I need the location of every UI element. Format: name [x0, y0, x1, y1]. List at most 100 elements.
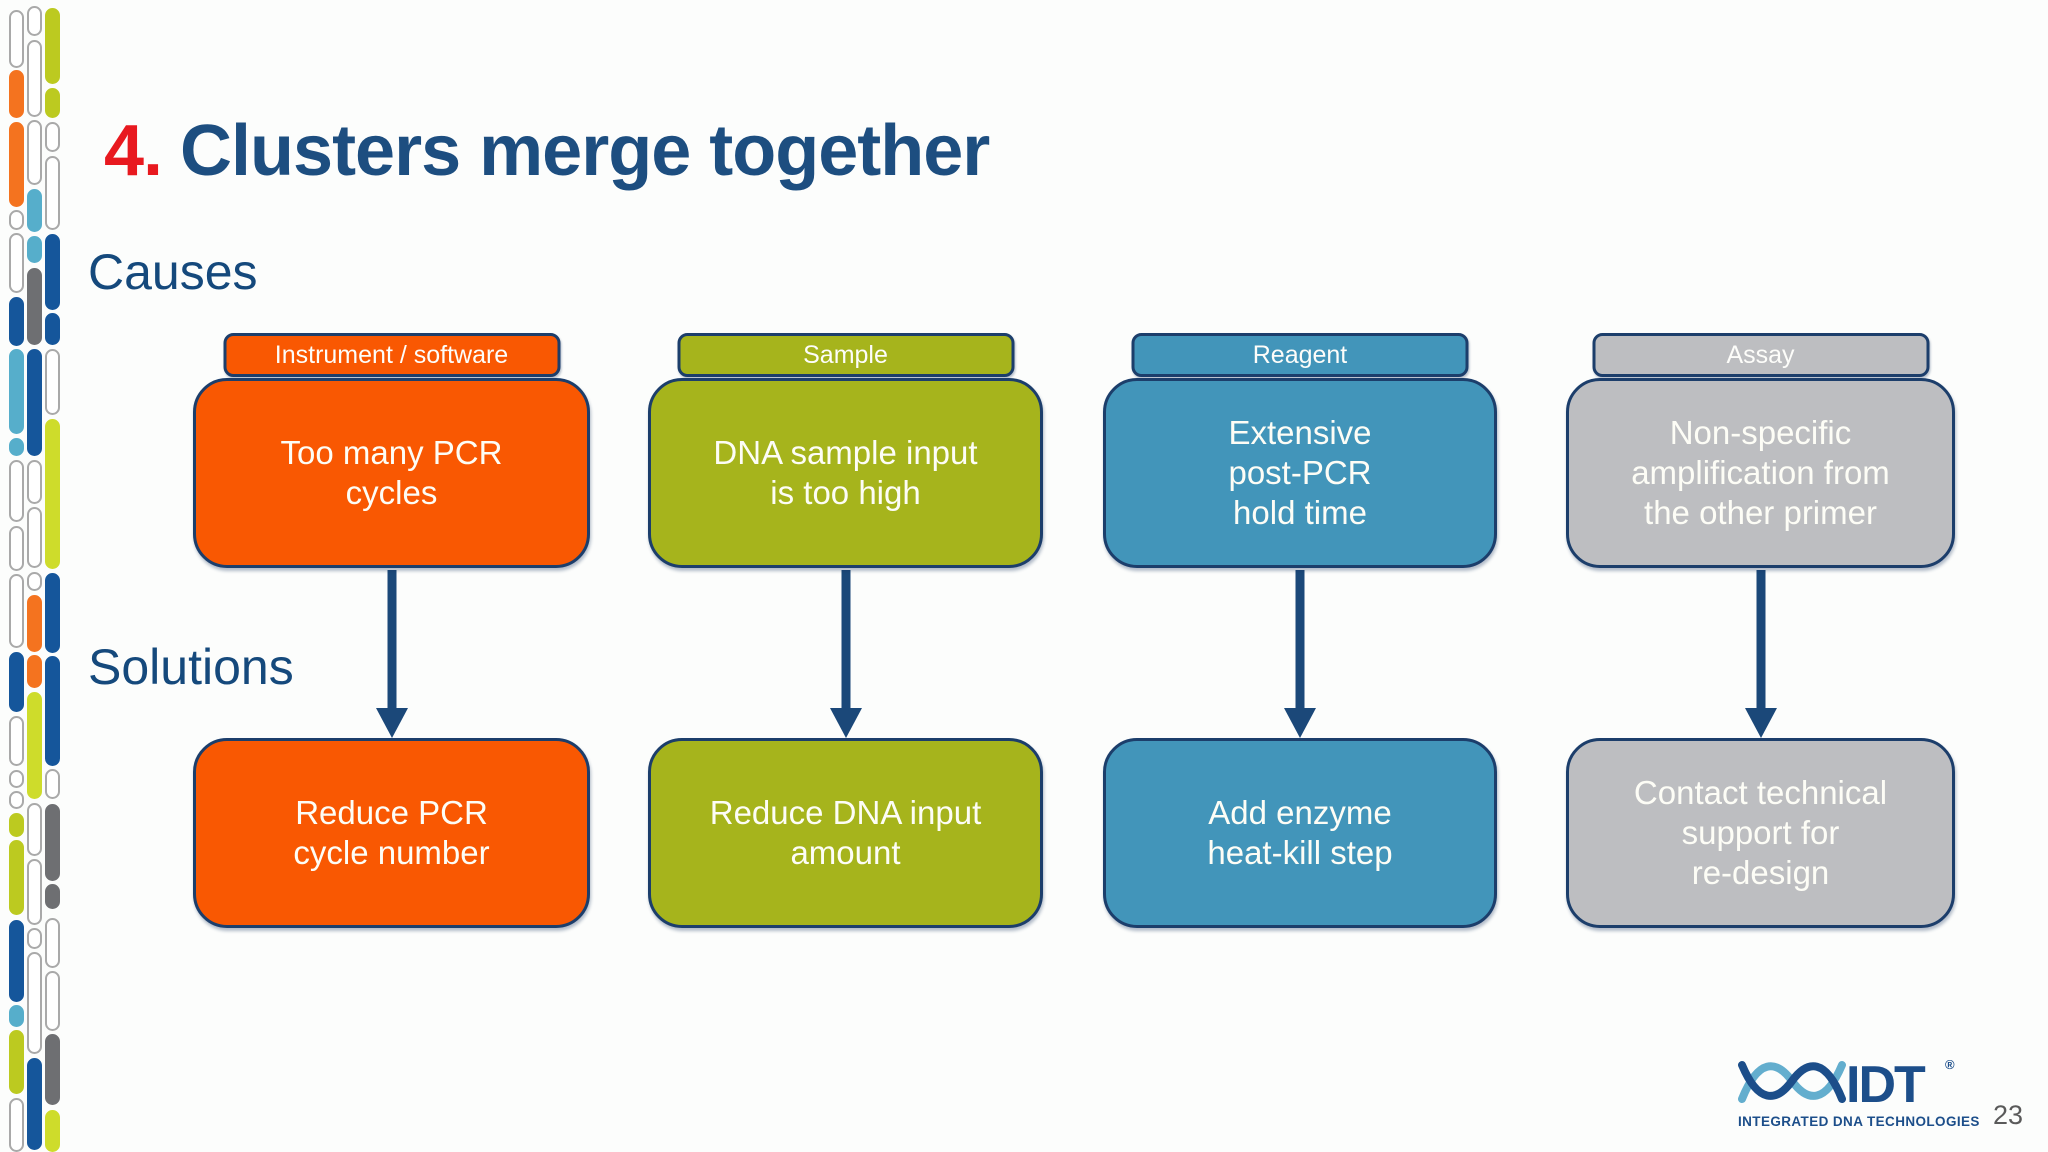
chromosome-pill	[27, 349, 42, 456]
title-text: Clusters merge together	[180, 111, 990, 192]
chromosome-pill	[45, 419, 60, 569]
idt-helix-icon: IDT ®	[1738, 1056, 1955, 1114]
chromosome-pill	[9, 297, 24, 346]
category-tab-sample: Sample	[677, 333, 1014, 377]
chromosome-pill	[9, 652, 24, 712]
cause-line: Too many PCR	[280, 433, 503, 471]
idt-logo-text: IDT	[1846, 1056, 1926, 1107]
solution-line: support for	[1681, 813, 1840, 851]
chromosome-pill	[27, 928, 42, 949]
chromosome-pill	[45, 918, 60, 968]
slide-title: 4.Clusters merge together	[104, 110, 990, 192]
chromosome-pill	[27, 655, 42, 688]
column-reagent: Reagent Extensive post-PCR hold time Add…	[1103, 0, 1497, 1152]
solution-line: Reduce PCR	[295, 793, 488, 831]
cause-box-sample: DNA sample input is too high	[648, 378, 1043, 568]
chromosome-pill	[45, 656, 60, 766]
cause-line: is too high	[770, 474, 921, 511]
chromosome-pill	[9, 438, 24, 456]
down-arrow	[829, 570, 862, 738]
idt-logo: IDT ® INTEGRATED DNA TECHNOLOGIES	[1738, 1055, 1980, 1129]
chromosome-pill	[45, 1034, 60, 1105]
chromosome-pill	[9, 233, 24, 293]
chromosome-pill	[27, 1058, 42, 1150]
chromosome-pill	[9, 10, 24, 68]
chromosome-pill	[27, 507, 42, 568]
down-arrow	[375, 570, 408, 738]
cause-line: Non-specific	[1669, 413, 1852, 451]
solution-box-reagent: Add enzyme heat-kill step	[1103, 738, 1497, 928]
chromosome-pill	[9, 840, 24, 915]
chromosome-pill	[27, 460, 42, 504]
chromosome-pill	[27, 236, 42, 263]
category-tab-assay: Assay	[1592, 333, 1929, 377]
chromosome-pill	[45, 804, 60, 881]
solutions-heading: Solutions	[88, 639, 294, 695]
chromosome-pill	[27, 40, 42, 117]
cause-box-reagent: Extensive post-PCR hold time	[1103, 378, 1497, 568]
chromosome-pill	[45, 349, 60, 415]
column-instrument-software: Instrument / software Too many PCR cycle…	[193, 0, 590, 1152]
chromosome-pill	[45, 971, 60, 1031]
solution-line: Add enzyme	[1208, 793, 1392, 831]
cause-line: hold time	[1233, 494, 1367, 532]
chromosome-pill	[27, 120, 42, 185]
cause-line: the other primer	[1644, 494, 1877, 532]
chromosome-pill	[9, 574, 24, 648]
cause-box-assay: Non-specific amplification from the othe…	[1566, 378, 1955, 568]
cause-line: DNA sample input	[713, 433, 978, 471]
chromosome-pill	[27, 268, 42, 345]
solution-line: cycle number	[293, 834, 490, 871]
chromosome-pill	[9, 70, 24, 118]
chromosome-pill	[27, 859, 42, 925]
chromosome-pill	[9, 791, 24, 809]
chromosome-pill	[9, 460, 24, 522]
registered-mark: ®	[1945, 1057, 1955, 1072]
cause-line: Extensive	[1228, 413, 1372, 451]
chromosome-pill	[9, 210, 24, 230]
chromosome-decoration	[0, 0, 72, 1152]
page-number: 23	[1993, 1100, 2024, 1130]
chromosome-pill	[9, 770, 24, 788]
solution-box-assay: Contact technical support for re-design	[1566, 738, 1955, 928]
chromosome-pill	[45, 884, 60, 909]
cause-line: post-PCR	[1228, 453, 1372, 491]
chromosome-pill	[45, 156, 60, 230]
cause-box-instrument-software: Too many PCR cycles	[193, 378, 590, 568]
chromosome-pill	[9, 1030, 24, 1094]
chromosome-pill	[9, 1098, 24, 1152]
down-arrow	[1284, 570, 1316, 738]
chromosome-pill	[27, 803, 42, 856]
solution-line: re-design	[1691, 854, 1830, 892]
solution-line: amount	[790, 834, 901, 871]
category-tab-reagent: Reagent	[1131, 333, 1469, 377]
chromosome-pill	[27, 595, 42, 652]
chromosome-pill	[27, 6, 42, 36]
solution-box-instrument-software: Reduce PCR cycle number	[193, 738, 590, 928]
causes-heading: Causes	[88, 244, 258, 300]
chromosome-pill	[45, 122, 60, 152]
chromosome-pill	[27, 692, 42, 799]
chromosome-pill	[45, 88, 60, 118]
solution-line: Contact technical	[1633, 773, 1888, 811]
chromosome-pill	[27, 952, 42, 1054]
chromosome-pill	[9, 716, 24, 766]
chromosome-pill	[45, 1110, 60, 1152]
chromosome-pill	[9, 526, 24, 571]
chromosome-pill	[9, 349, 24, 434]
chromosome-pill	[27, 572, 42, 591]
chromosome-pill	[45, 313, 60, 345]
solution-line: Reduce DNA input	[709, 793, 982, 831]
chromosome-pill	[9, 920, 24, 1002]
column-assay: Assay Non-specific amplification from th…	[1566, 0, 1955, 1152]
chromosome-pill	[9, 813, 24, 837]
solution-line: heat-kill step	[1207, 834, 1393, 871]
cause-line: amplification from	[1631, 453, 1890, 491]
chromosome-pill	[45, 769, 60, 799]
title-number: 4.	[104, 111, 163, 192]
column-sample: Sample DNA sample input is too high Redu…	[648, 0, 1043, 1152]
chromosome-pill	[45, 8, 60, 84]
down-arrow	[1744, 570, 1777, 738]
idt-tagline: INTEGRATED DNA TECHNOLOGIES	[1738, 1114, 1980, 1129]
chromosome-pill	[27, 189, 42, 232]
